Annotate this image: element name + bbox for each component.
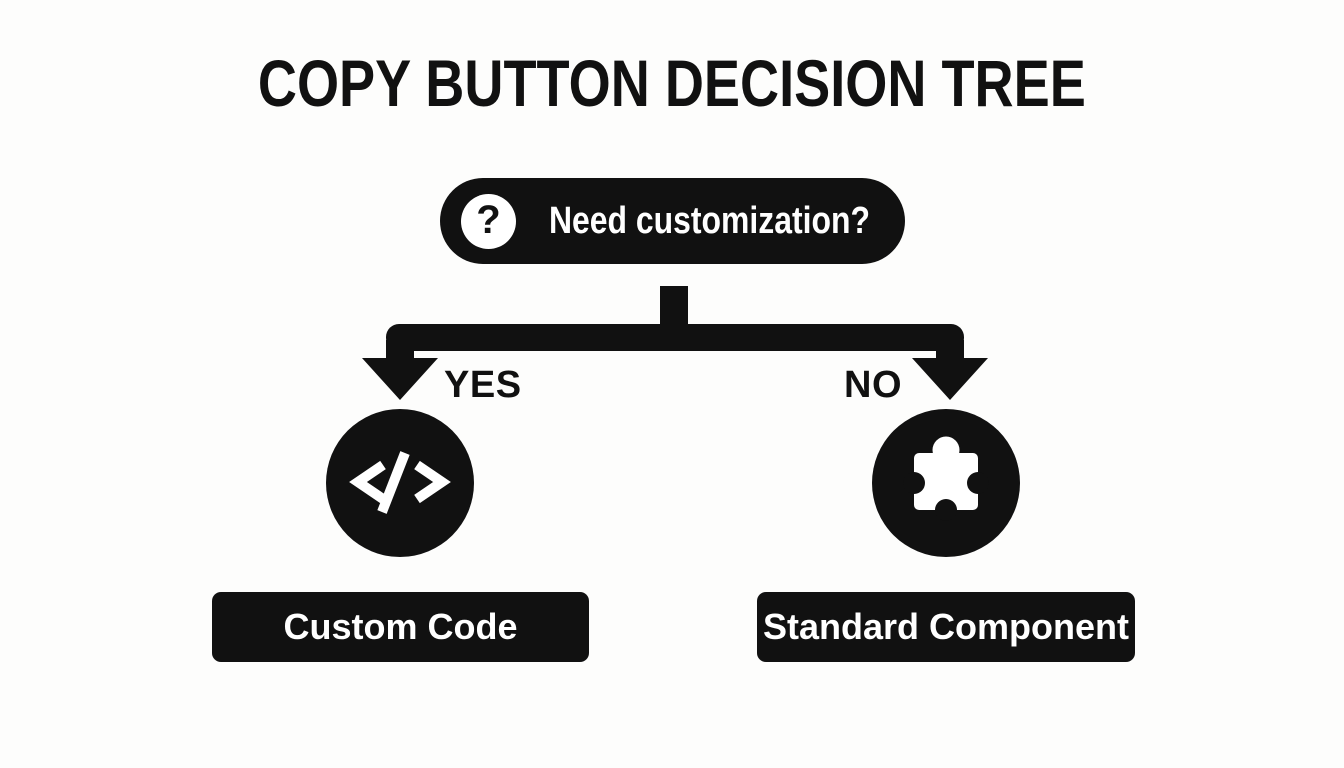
connector-left-drop [386, 340, 414, 359]
branch-arrows [362, 286, 988, 400]
decision-node: ? Need customization? [440, 178, 905, 264]
result-label-custom-code: Custom Code [283, 606, 518, 647]
result-label-standard-component: Standard Component [763, 606, 1129, 647]
question-mark-icon: ? [461, 193, 516, 249]
branch-label-no: NO [844, 364, 902, 406]
arrow-down-right-icon [912, 358, 988, 400]
connector-right-drop [936, 340, 964, 359]
result-box-custom-code: Custom Code [212, 592, 589, 662]
result-box-standard-component: Standard Component [757, 592, 1135, 662]
connector-stub [660, 286, 688, 328]
code-icon [326, 409, 474, 557]
puzzle-icon [872, 409, 1020, 557]
connector-bar [386, 324, 964, 351]
question-mark-glyph: ? [476, 198, 501, 242]
arrow-down-left-icon [362, 358, 438, 400]
decision-question-label: Need customization? [549, 199, 871, 242]
page-title-text: COPY BUTTON DECISION TREE [258, 46, 1086, 120]
branch-label-yes: YES [444, 364, 522, 406]
page-title: COPY BUTTON DECISION TREE [0, 50, 1344, 116]
